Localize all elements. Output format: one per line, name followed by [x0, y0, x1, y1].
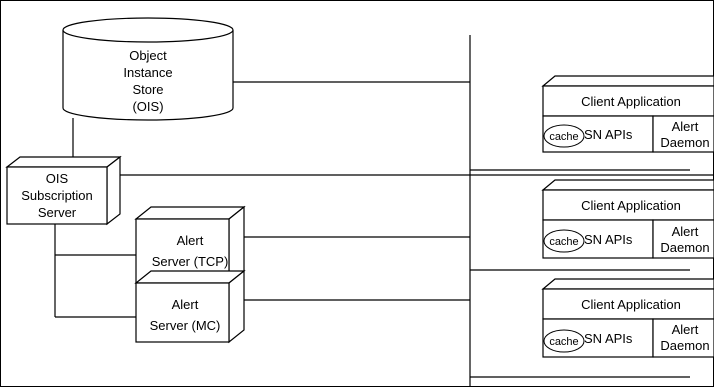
subscription-box-front	[6, 166, 108, 225]
client1-top	[541, 75, 714, 87]
client3-title: Client Application	[581, 297, 681, 312]
tcp-label-2: Server (TCP)	[152, 254, 229, 269]
client2-title-box	[542, 189, 714, 221]
client1-apis-label: SN APIs	[584, 127, 633, 142]
client1-title: Client Application	[581, 94, 681, 109]
client3-daemon-label-1: Alert	[672, 322, 699, 337]
client2-title: Client Application	[581, 198, 681, 213]
subscription-label-2: Subscription	[21, 188, 93, 203]
client-application-1: Client Application cache SN APIs Alert D…	[541, 75, 714, 153]
client2-daemon-box	[652, 219, 714, 259]
client3-daemon-box	[652, 318, 714, 358]
client1-cache-label: cache	[549, 131, 578, 143]
client3-cache-ellipse	[543, 329, 585, 353]
client-application-3: Client Application cache SN APIs Alert D…	[541, 278, 714, 358]
client1-daemon-label-1: Alert	[672, 119, 699, 134]
client2-daemon-label-2: Daemon	[660, 240, 709, 255]
client3-top	[541, 278, 714, 290]
mc-label-2: Server (MC)	[150, 318, 221, 333]
ois-label-4: (OIS)	[132, 99, 163, 114]
alert-server-mc: Alert Server (MC)	[134, 269, 246, 344]
client2-apis-label: SN APIs	[584, 232, 633, 247]
ois-subscription-server: OIS Subscription Server	[5, 155, 122, 226]
subscription-box-side	[106, 155, 121, 226]
tcp-label-1: Alert	[177, 233, 204, 248]
mc-box-front	[135, 282, 230, 343]
tcp-box-top	[134, 206, 246, 220]
connectors	[54, 81, 714, 378]
client1-title-box	[542, 85, 714, 117]
object-instance-store: Object Instance Store (OIS)	[62, 17, 234, 121]
client1-daemon-label-2: Daemon	[660, 135, 709, 150]
mc-label-1: Alert	[172, 297, 199, 312]
client3-cache-label: cache	[549, 336, 578, 348]
subscription-box-top	[5, 156, 122, 168]
cylinder-top	[62, 17, 234, 43]
ois-label-3: Store	[132, 82, 163, 97]
client2-top	[541, 179, 714, 191]
client3-daemon-label-2: Daemon	[660, 338, 709, 353]
subscription-label-1: OIS	[46, 171, 69, 186]
client2-cache-label: cache	[549, 236, 578, 248]
client2-daemon-label-1: Alert	[672, 224, 699, 239]
client3-apis-label: SN APIs	[584, 331, 633, 346]
client1-cache-ellipse	[543, 124, 585, 148]
cylinder-body	[62, 30, 234, 121]
client3-title-box	[542, 288, 714, 320]
ois-label-1: Object	[129, 48, 167, 63]
client2-cache-ellipse	[543, 229, 585, 253]
client-application-2: Client Application cache SN APIs Alert D…	[541, 179, 714, 259]
ois-label-2: Instance	[123, 65, 172, 80]
subscription-label-3: Server	[38, 205, 77, 220]
mc-box-top	[134, 270, 246, 284]
mc-box-side	[228, 269, 245, 344]
client1-daemon-box	[652, 115, 714, 153]
